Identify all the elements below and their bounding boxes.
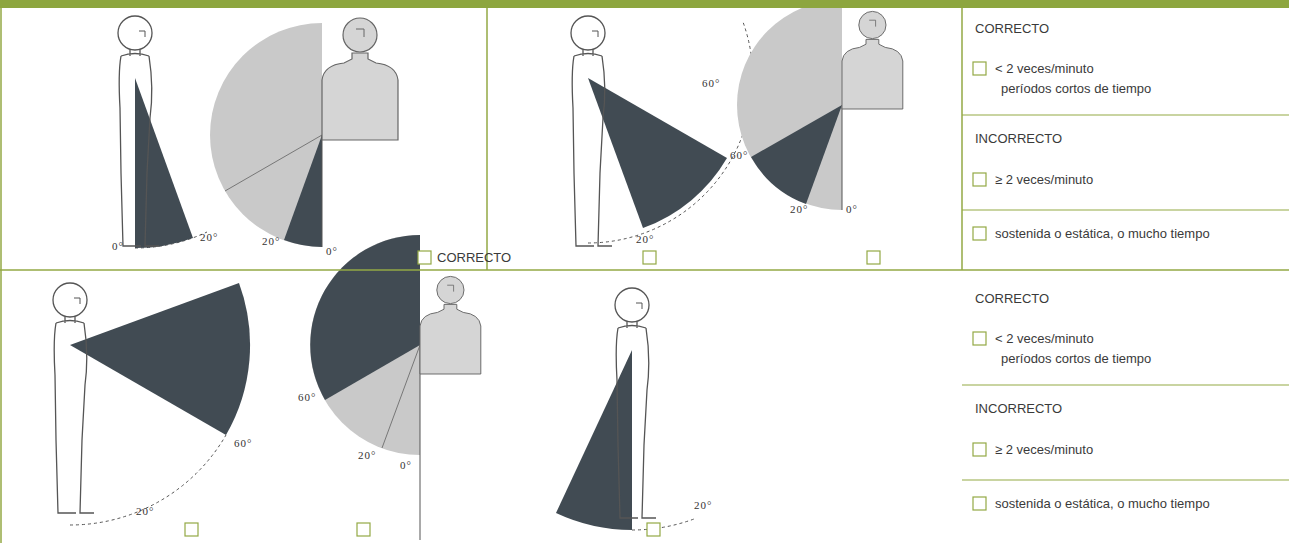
grid-line [962,384,1289,385]
checkbox [643,251,656,264]
checkbox [867,251,880,264]
checkbox [357,523,370,536]
angle-label: 20° [358,450,376,461]
dashed-arc [70,435,226,525]
side-figure [615,288,656,518]
angle-label: 60° [234,438,252,449]
grid-line [962,209,1289,210]
checkbox [973,62,986,75]
front-figure [322,18,398,140]
front-figure [842,11,903,109]
section-heading: CORRECTO [975,22,1049,35]
checkbox [418,251,431,264]
grid-line [962,114,1289,115]
range-sector [310,235,420,455]
motion-sector [310,235,420,400]
angle-label: 60° [730,150,748,161]
motion-sector [135,78,193,248]
angle-label: 60° [702,78,720,89]
checkbox [973,332,986,345]
checkbox [185,523,198,536]
angle-label: 20° [200,232,218,243]
range-sector [737,0,842,210]
side-figure [571,16,612,246]
option-label: períodos cortos de tiempo [1001,82,1151,95]
side-figure [118,16,159,246]
angle-label: 60° [298,392,316,403]
top-bar [0,0,1289,8]
angle-label: 20° [636,234,654,245]
axis-line [322,135,323,247]
option-label: períodos cortos de tiempo [1001,352,1151,365]
dashed-arc [632,519,694,530]
angle-label: 20° [136,506,154,517]
option-label: ≥ 2 veces/minuto [995,173,1093,186]
checkbox [973,497,986,510]
angle-label: 0° [400,460,412,471]
grid-line [0,8,2,543]
motion-sector [284,135,322,247]
grid-line [962,479,1289,480]
section-heading: INCORRECTO [975,132,1062,145]
angle-label: 0° [326,246,338,257]
checkbox [973,443,986,456]
checkbox [973,227,986,240]
angle-line [382,345,420,448]
option-label: ≥ 2 veces/minuto [995,443,1093,456]
angle-label: 0° [112,241,124,252]
motion-sector [751,105,842,204]
option-label: sostenida o estática, o mucho tiempo [995,227,1210,240]
grid-line [0,269,1289,271]
motion-sector [588,78,727,228]
option-label: < 2 veces/minuto [995,62,1094,75]
dashed-arc [588,22,753,243]
checkbox [647,523,660,536]
angle-label: 20° [262,236,280,247]
grid-line [961,8,963,270]
front-figure [420,276,481,374]
grid-line [486,8,488,270]
motion-sector [556,350,632,530]
checkbox [973,173,986,186]
angle-label: 20° [790,204,808,215]
angle-line [225,135,322,191]
option-label: CORRECTO [437,251,511,264]
side-figure [53,283,94,513]
section-heading: INCORRECTO [975,402,1062,415]
angle-label: 20° [694,500,712,511]
option-label: sostenida o estática, o mucho tiempo [995,497,1210,510]
axis-line [842,105,843,210]
section-heading: CORRECTO [975,292,1049,305]
motion-sector [70,283,250,435]
option-label: < 2 veces/minuto [995,332,1094,345]
angle-label: 0° [846,204,858,215]
range-sector [210,23,322,247]
